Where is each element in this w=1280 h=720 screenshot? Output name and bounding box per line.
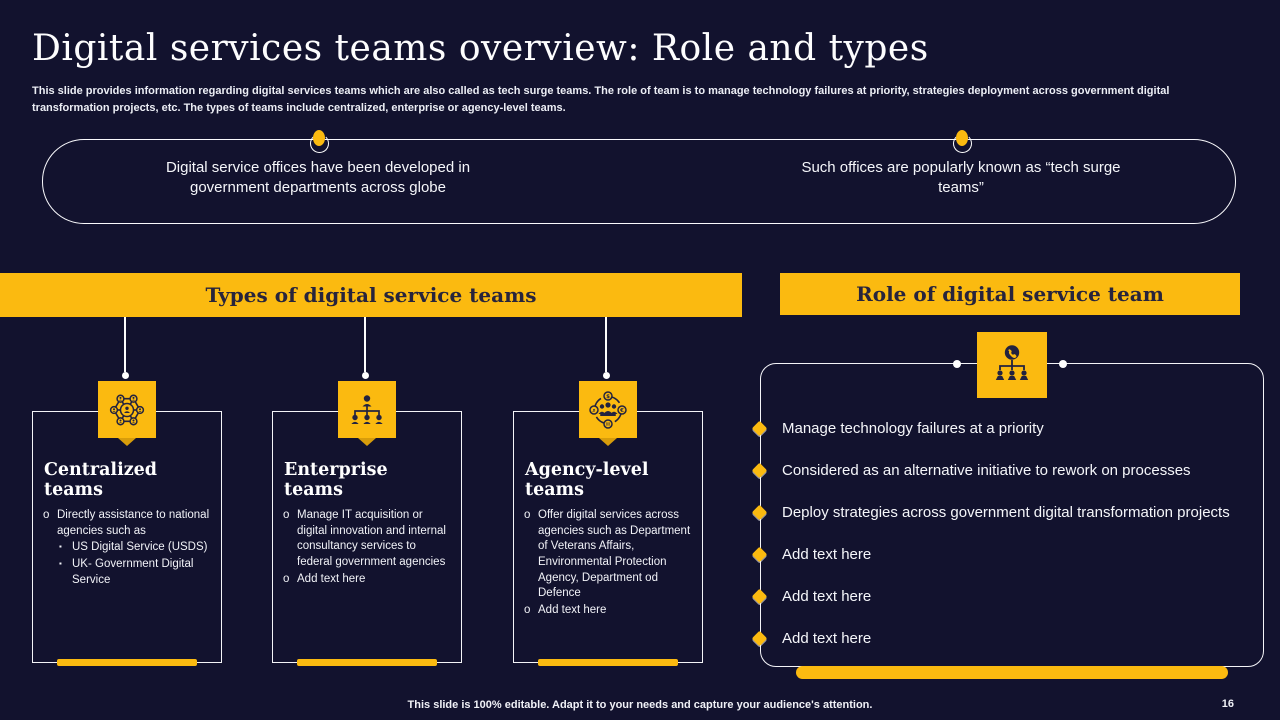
role-item-text: Manage technology failures at a priority bbox=[782, 419, 1044, 437]
card-title: Enterprise teams bbox=[284, 460, 388, 500]
slide-description: This slide provides information regardin… bbox=[32, 85, 1170, 114]
bullet-text: Directly assistance to national agencies… bbox=[57, 509, 210, 537]
connector-line bbox=[121, 317, 129, 379]
card-accent-bar bbox=[297, 659, 437, 666]
page-title: Digital services teams overview: Role an… bbox=[32, 28, 929, 69]
diamond-bullet-icon bbox=[751, 462, 768, 478]
connector-line bbox=[602, 317, 610, 379]
card-sub-bullet: ▪ UK- Government Digital Service bbox=[59, 557, 213, 588]
svg-text:⌕: ⌕ bbox=[591, 408, 595, 414]
role-panel: Manage technology failures at a priority… bbox=[751, 332, 1264, 679]
callout-text-left: Digital service offices have been develo… bbox=[165, 159, 471, 196]
phone-hierarchy-icon bbox=[977, 332, 1047, 398]
card-bullet: o Add text here bbox=[524, 603, 694, 619]
bullet-text: Offer digital services across agencies s… bbox=[538, 509, 691, 600]
role-list-item: Add text here bbox=[751, 575, 1253, 617]
bullet-marker: o bbox=[283, 572, 290, 585]
role-list-item: Considered as an alternative initiative … bbox=[751, 449, 1253, 491]
svg-text:✉: ✉ bbox=[606, 422, 611, 428]
footer-note: This slide is 100% editable. Adapt it to… bbox=[407, 699, 873, 711]
role-section-header: Role of digital service team bbox=[780, 273, 1240, 315]
role-item-text: Add text here bbox=[782, 545, 872, 563]
callout-text-right: Such offices are popularly known as “tec… bbox=[801, 159, 1121, 196]
card-accent-bar bbox=[57, 659, 197, 666]
bullet-text: Add text here bbox=[538, 603, 607, 616]
role-list-item: Add text here bbox=[751, 533, 1253, 575]
card-bullet: o Offer digital services across agencies… bbox=[524, 508, 694, 602]
role-item-text: Add text here bbox=[782, 587, 872, 605]
callout-pill: Digital service offices have been develo… bbox=[42, 130, 1236, 224]
bullet-text: Manage IT acquisition or digital innovat… bbox=[297, 509, 446, 568]
bullet-text: UK- Government Digital Service bbox=[72, 557, 194, 586]
diamond-bullet-icon bbox=[751, 588, 768, 604]
network-team-icon bbox=[98, 381, 156, 438]
role-list: Manage technology failures at a priority… bbox=[751, 407, 1253, 659]
role-header-label: Role of digital service team bbox=[856, 282, 1164, 306]
card-title: Agency-level teams bbox=[525, 460, 649, 500]
types-section-header: Types of digital service teams bbox=[0, 273, 742, 317]
role-item-text: Add text here bbox=[782, 629, 872, 647]
type-card-enterprise: Enterprise teams o Manage IT acquisition… bbox=[272, 381, 462, 666]
bullet-text: Add text here bbox=[297, 572, 366, 585]
diamond-bullet-icon bbox=[751, 420, 768, 436]
bullet-marker: o bbox=[524, 509, 531, 521]
card-sub-bullet: ▪ US Digital Service (USDS) bbox=[59, 540, 213, 556]
diamond-bullet-icon bbox=[751, 546, 768, 562]
card-accent-bar bbox=[538, 659, 678, 666]
card-bullet: o Add text here bbox=[283, 572, 453, 588]
role-list-item: Deploy strategies across government digi… bbox=[751, 491, 1253, 533]
role-item-text: Considered as an alternative initiative … bbox=[782, 461, 1191, 479]
diamond-bullet-icon bbox=[751, 630, 768, 646]
svg-text:€: € bbox=[619, 408, 624, 414]
types-header-label: Types of digital service teams bbox=[205, 283, 537, 307]
role-accent-bar bbox=[796, 666, 1228, 679]
white-dot-icon bbox=[1059, 360, 1067, 368]
white-dot-icon bbox=[953, 360, 961, 368]
type-card-agency-level: $ € ✉ ⌕ Agency-level teams o Offer digital … bbox=[513, 381, 703, 666]
role-list-item: Manage technology failures at a priority bbox=[751, 407, 1253, 449]
diamond-bullet-icon bbox=[751, 504, 768, 520]
card-bullet: o Directly assistance to national agenci… bbox=[43, 508, 213, 539]
yellow-dot-icon bbox=[309, 130, 331, 156]
role-list-item: Add text here bbox=[751, 617, 1253, 659]
bullet-marker: o bbox=[283, 509, 290, 521]
bullet-marker: ▪ bbox=[59, 558, 62, 568]
page-number: 16 bbox=[1221, 698, 1234, 710]
bullet-marker: ▪ bbox=[59, 542, 62, 552]
card-bullet: o Manage IT acquisition or digital innov… bbox=[283, 508, 453, 571]
bullet-marker: o bbox=[524, 603, 531, 616]
connector-line bbox=[361, 317, 369, 379]
card-title: Centralized teams bbox=[44, 460, 158, 500]
bullet-text: US Digital Service (USDS) bbox=[72, 541, 208, 554]
svg-text:$: $ bbox=[606, 394, 610, 400]
org-chart-icon bbox=[338, 381, 396, 438]
bullet-marker: o bbox=[43, 509, 50, 521]
agency-group-icon: $ € ✉ ⌕ bbox=[579, 381, 637, 438]
role-item-text: Deploy strategies across government digi… bbox=[782, 503, 1230, 521]
yellow-dot-icon bbox=[952, 130, 974, 156]
type-card-centralized: Centralized teams o Directly assistance … bbox=[32, 381, 222, 666]
